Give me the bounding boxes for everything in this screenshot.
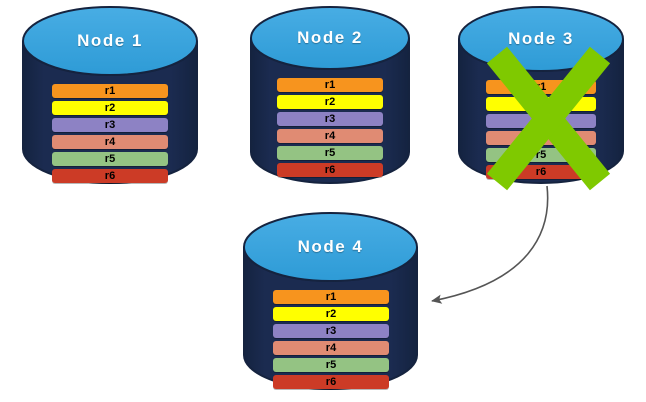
- data-row-label: r5: [535, 148, 547, 161]
- data-row-r3[interactable]: r3: [273, 324, 389, 338]
- data-row-r5[interactable]: r5: [277, 146, 383, 160]
- data-row-r2[interactable]: r2: [273, 307, 389, 321]
- data-row-r2[interactable]: r2: [277, 95, 383, 109]
- cylinder-top: [243, 212, 418, 282]
- data-row-r1[interactable]: r1: [273, 290, 389, 304]
- data-row-label: r5: [324, 146, 336, 159]
- data-row-r1[interactable]: r1: [52, 84, 168, 98]
- arrow-path: [431, 185, 549, 304]
- data-row-label: r6: [324, 163, 336, 176]
- data-row-r5[interactable]: r5: [52, 152, 168, 166]
- data-row-label: r6: [325, 375, 337, 388]
- data-row-label: r2: [325, 307, 337, 320]
- row-stack: r1 r2 r3 r4 r5 r6: [52, 84, 168, 183]
- data-row-r6[interactable]: r6: [273, 375, 389, 389]
- cylinder-top: [250, 6, 410, 70]
- data-row-r6[interactable]: r6: [277, 163, 383, 177]
- row-stack: r1 r2 r3 r4 r5 r6: [277, 78, 383, 177]
- data-row-label: r6: [535, 165, 547, 178]
- data-row-label: r1: [535, 80, 547, 93]
- data-row-r4[interactable]: r4: [52, 135, 168, 149]
- data-row-label: r5: [325, 358, 337, 371]
- row-stack: r1 r2 r3 r4 r5 r6: [273, 290, 389, 389]
- data-row-label: r3: [325, 324, 337, 337]
- data-row-label: r6: [104, 169, 116, 182]
- data-row-r6[interactable]: r6: [52, 169, 168, 183]
- failure-x-icon: [486, 46, 611, 191]
- data-row-label: r5: [104, 152, 116, 165]
- node-3[interactable]: Node 3r1r2r3r4r5r6: [458, 6, 624, 191]
- data-row-label: r2: [324, 95, 336, 108]
- data-row-r2[interactable]: r2: [52, 101, 168, 115]
- data-row-r4[interactable]: r4: [273, 341, 389, 355]
- data-row-r5[interactable]: r5: [273, 358, 389, 372]
- data-row-r4[interactable]: r4: [277, 129, 383, 143]
- data-row-r3[interactable]: r3: [52, 118, 168, 132]
- data-row-label: r1: [324, 78, 336, 91]
- data-row-label: r1: [325, 290, 337, 303]
- cylinder-top: [22, 6, 198, 76]
- data-row-label: r4: [325, 341, 337, 354]
- data-row-label: r4: [324, 129, 336, 142]
- data-row-label: r3: [324, 112, 336, 125]
- data-row-label: r3: [104, 118, 116, 131]
- data-row-label: r1: [104, 84, 116, 97]
- data-row-r3[interactable]: r3: [277, 112, 383, 126]
- data-row-r1[interactable]: r1: [277, 78, 383, 92]
- data-row-label: r4: [104, 135, 116, 148]
- failure-x-stroke: [486, 46, 611, 191]
- data-row-label: r2: [104, 101, 116, 114]
